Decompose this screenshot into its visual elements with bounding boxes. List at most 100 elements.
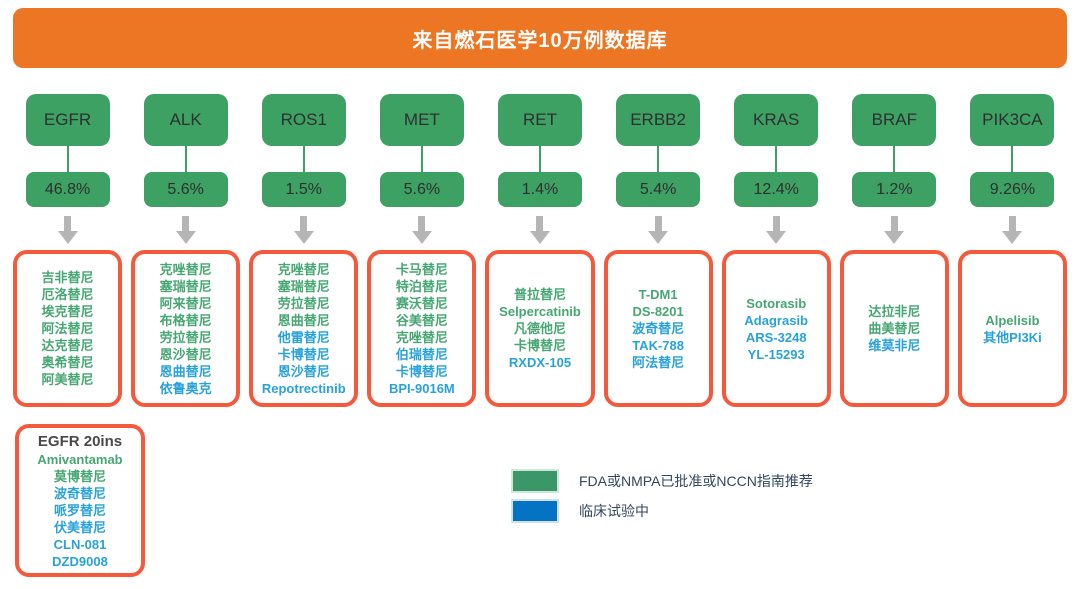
drug-name: Selpercatinib (499, 304, 581, 319)
drug-name: Amivantamab (37, 451, 123, 467)
legend-swatch-trial (511, 499, 559, 523)
gene-column: BRAF 1.2% 达拉非尼曲美替尼维莫非尼 (839, 94, 949, 407)
drug-name: 克唑替尼 (395, 329, 448, 345)
drug-name: 凡德他尼 (513, 321, 566, 336)
percent-node-label: 46.8% (44, 180, 91, 198)
percent-node: 1.5% (261, 172, 346, 207)
page-title: 来自燃石医学10万例数据库 (412, 29, 668, 52)
drug-name: 波奇替尼 (632, 321, 685, 336)
drug-box: 普拉替尼 Selpercatinib 凡德他尼卡博替尼 RXDX-105 (485, 250, 595, 407)
percent-node: 1.2% (852, 172, 937, 207)
drug-name: 普拉替尼 (513, 287, 566, 302)
down-arrow-icon (529, 216, 550, 244)
legend-label-trial: 临床试验中 (579, 503, 649, 519)
connector-line (302, 146, 305, 172)
drug-name: 恩沙替尼 (277, 363, 330, 379)
drug-name: 劳拉替尼 (159, 329, 212, 345)
legend-row-trial: 临床试验中 (511, 499, 813, 523)
drug-name: 埃克替尼 (41, 304, 94, 319)
down-arrow-icon (766, 216, 787, 244)
drug-name: 波奇替尼 (53, 485, 106, 501)
drug-name: 劳拉替尼 (277, 295, 330, 311)
drug-name: 赛沃替尼 (395, 295, 448, 311)
drug-name: 伏美替尼 (53, 519, 106, 535)
drug-name: Alpelisib (985, 312, 1040, 328)
down-arrow-icon (293, 216, 314, 244)
legend-label-approved: FDA或NMPA已批准或NCCN指南推荐 (579, 473, 813, 489)
percent-node: 5.4% (616, 172, 701, 207)
percent-node-label: 1.4% (521, 180, 559, 198)
percent-node: 12.4% (734, 172, 819, 207)
gene-node-label: BRAF (871, 110, 917, 129)
drug-name: 依鲁奥克 (159, 380, 212, 396)
drug-name: 厄洛替尼 (41, 287, 94, 302)
drug-name: 吉非替尼 (41, 270, 94, 285)
drug-name: 卡博替尼 (513, 338, 566, 353)
drug-name: 谷美替尼 (395, 312, 448, 328)
gene-node-label: PIK3CA (982, 110, 1043, 129)
drug-name: 恩曲替尼 (277, 312, 330, 328)
drug-name: TAK-788 (632, 338, 684, 353)
connector-line (775, 146, 778, 172)
drug-name: 维莫非尼 (868, 338, 921, 353)
percent-node-label: 1.5% (285, 180, 322, 198)
drug-name: ARS-3248 (745, 329, 807, 345)
drug-name: 恩沙替尼 (159, 346, 212, 362)
drug-name: 卡马替尼 (395, 261, 448, 277)
drug-name: 阿美替尼 (41, 372, 94, 387)
down-arrow-icon (884, 216, 905, 244)
gene-node: ROS1 (261, 94, 346, 146)
percent-node-label: 5.6% (167, 180, 204, 198)
connector-line (893, 146, 896, 172)
drug-name: 阿来替尼 (159, 295, 212, 311)
percent-node: 1.4% (497, 172, 582, 207)
gene-node-label: ROS1 (280, 110, 327, 129)
drug-name: 其他PI3Ki (983, 329, 1042, 345)
percent-node: 46.8% (25, 172, 110, 207)
drug-name: DS-8201 (632, 304, 684, 319)
drug-name: Repotrectinib (261, 380, 346, 396)
percent-node: 5.6% (143, 172, 228, 207)
percent-node-label: 5.4% (639, 180, 677, 198)
percent-node-label: 5.6% (403, 180, 441, 198)
drug-name: 伯瑞替尼 (395, 346, 448, 362)
drug-name: Sotorasib (746, 295, 807, 311)
header-banner: 来自燃石医学10万例数据库 (13, 8, 1067, 68)
gene-column: EGFR 46.8% 吉非替尼厄洛替尼埃克替尼阿法替尼达克替尼奥希替尼阿美替尼 (13, 94, 123, 407)
drug-name: YL-15293 (747, 346, 805, 362)
drug-name: T-DM1 (638, 287, 678, 302)
drug-name: 莫博替尼 (53, 468, 106, 484)
drug-name: RXDX-105 (508, 355, 572, 370)
drug-name: 克唑替尼 (277, 261, 330, 277)
drug-name: 布格替尼 (159, 312, 212, 328)
legend-row-approved: FDA或NMPA已批准或NCCN指南推荐 (511, 469, 813, 493)
gene-node: EGFR (25, 94, 110, 146)
gene-node: ALK (143, 94, 228, 146)
egfr-20ins-title: EGFR 20ins (37, 432, 123, 450)
drug-name: 卡博替尼 (277, 346, 330, 362)
down-arrow-icon (648, 216, 669, 244)
percent-node: 5.6% (379, 172, 464, 207)
down-arrow-icon (175, 216, 196, 244)
legend-swatch-approved (511, 469, 559, 493)
gene-node-label: EGFR (43, 110, 92, 129)
percent-node: 9.26% (970, 172, 1055, 207)
down-arrow-icon (411, 216, 432, 244)
gene-node-label: KRAS (753, 110, 800, 129)
drug-name: 塞瑞替尼 (277, 278, 330, 294)
connector-line (184, 146, 187, 172)
drug-box: 达拉非尼曲美替尼维莫非尼 (839, 250, 949, 407)
gene-node: BRAF (852, 94, 937, 146)
drug-name: 克唑替尼 (159, 261, 212, 277)
gene-node: PIK3CA (970, 94, 1055, 146)
drug-name: CLN-081 (53, 536, 107, 552)
